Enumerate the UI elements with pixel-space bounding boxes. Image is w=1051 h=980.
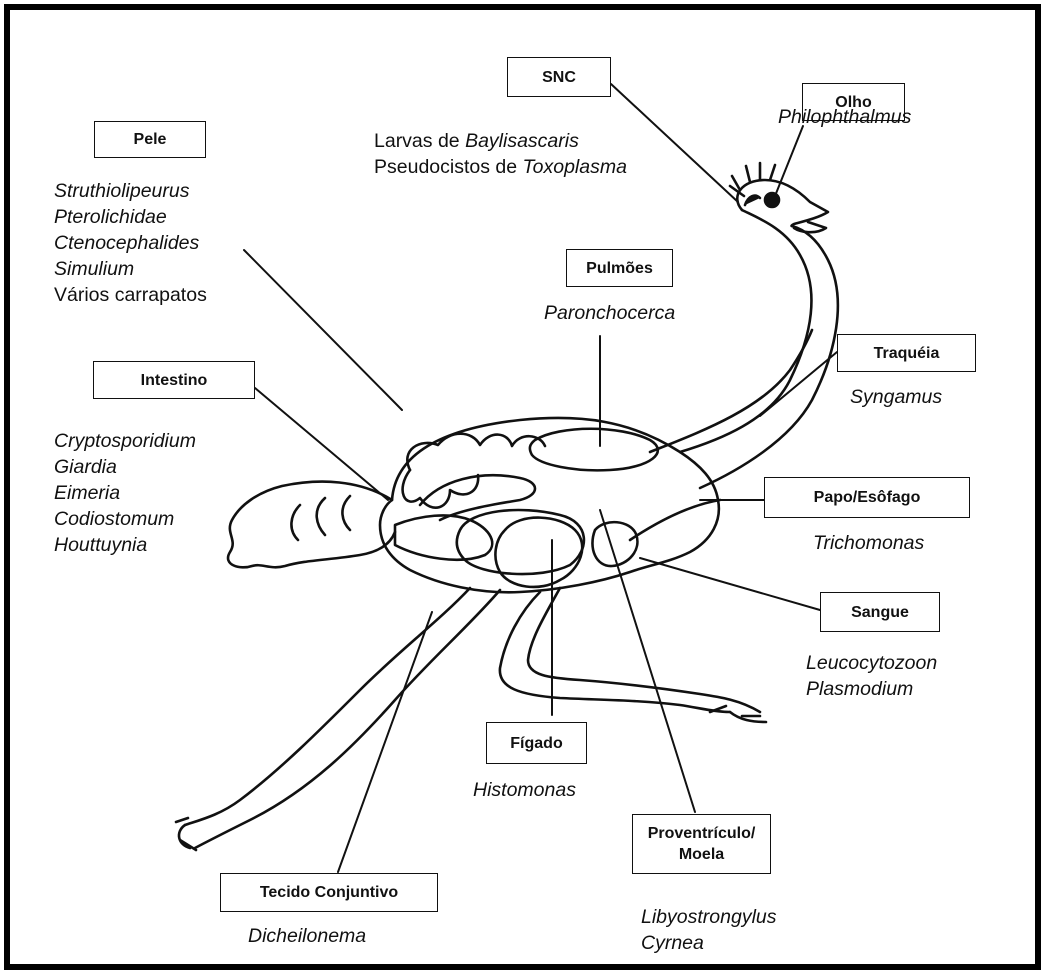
figado-parasite: Histomonas (473, 777, 576, 803)
ostrich-neck (680, 210, 838, 488)
intestino-parasite: Houttuynia (54, 532, 196, 558)
lung-organ (530, 429, 658, 471)
pele-parasite: Ctenocephalides (54, 230, 207, 256)
pele-parasite: Simulium (54, 256, 207, 282)
snc-line-2: Pseudocistos de Toxoplasma (374, 154, 627, 180)
pulmoes-label: Pulmões (566, 249, 673, 287)
proventriculo-parasite: Cyrnea (641, 930, 777, 956)
ostrich-head (730, 163, 828, 232)
snc-line-1: Larvas de Baylisascaris (374, 128, 627, 154)
intestino-label: Intestino (93, 361, 255, 399)
tecido-pointer (338, 612, 432, 872)
figado-parasite-list: Histomonas (473, 777, 576, 803)
pele-label: Pele (94, 121, 206, 158)
figado-label: Fígado (486, 722, 587, 764)
snc-pointer (611, 84, 738, 202)
tecido-conjuntivo-label: Tecido Conjuntivo (220, 873, 438, 912)
proventriculo-parasite-list: Libyostrongylus Cyrnea (641, 904, 777, 956)
sangue-parasite-list: Leucocytozoon Plasmodium (806, 650, 937, 702)
pele-parasite: Struthiolipeurus (54, 178, 207, 204)
olho-parasite: Philophthalmus (778, 104, 911, 130)
sangue-label: Sangue (820, 592, 940, 632)
sangue-parasite: Leucocytozoon (806, 650, 937, 676)
ostrich-tail (228, 482, 395, 568)
pele-pointer (244, 250, 402, 410)
intestino-pointer (255, 388, 388, 500)
proventriculo-title-line1: Proventrículo/ (648, 823, 756, 844)
pele-parasite-list: Struthiolipeurus Pterolichidae Ctenoceph… (54, 178, 207, 308)
proventriculo-parasite: Libyostrongylus (641, 904, 777, 930)
intestino-parasite: Codiostomum (54, 506, 196, 532)
snc-label: SNC (507, 57, 611, 97)
intestino-parasite: Giardia (54, 454, 196, 480)
tecido-parasite-list: Dicheilonema (248, 923, 366, 949)
papo-parasite-list: Trichomonas (813, 530, 924, 556)
liver-organ (495, 518, 582, 587)
sangue-pointer (640, 558, 820, 610)
ostrich-front-leg (500, 588, 766, 722)
papo-parasite: Trichomonas (813, 530, 924, 556)
pulmoes-parasite: Paronchocerca (544, 300, 675, 326)
pele-parasite: Vários carrapatos (54, 282, 207, 308)
pulmoes-parasite-list: Paronchocerca (544, 300, 675, 326)
tecido-parasite: Dicheilonema (248, 923, 366, 949)
traqueia-parasite: Syngamus (850, 384, 942, 410)
sangue-parasite: Plasmodium (806, 676, 937, 702)
snc-parasite-list: Larvas de Baylisascaris Pseudocistos de … (374, 128, 627, 180)
intestino-parasite-list: Cryptosporidium Giardia Eimeria Codiosto… (54, 428, 196, 558)
olho-parasite-list: Philophthalmus (778, 104, 911, 130)
intestino-parasite: Cryptosporidium (54, 428, 196, 454)
intestino-parasite: Eimeria (54, 480, 196, 506)
traqueia-parasite-list: Syngamus (850, 384, 942, 410)
proventriculo-title-line2: Moela (679, 844, 724, 865)
ostrich-rear-leg (176, 588, 500, 850)
papo-esofago-label: Papo/Esôfago (764, 477, 970, 518)
proventriculo-moela-label: Proventrículo/ Moela (632, 814, 771, 874)
wing-line (630, 500, 720, 540)
traqueia-label: Traquéia (837, 334, 976, 372)
pele-parasite: Pterolichidae (54, 204, 207, 230)
